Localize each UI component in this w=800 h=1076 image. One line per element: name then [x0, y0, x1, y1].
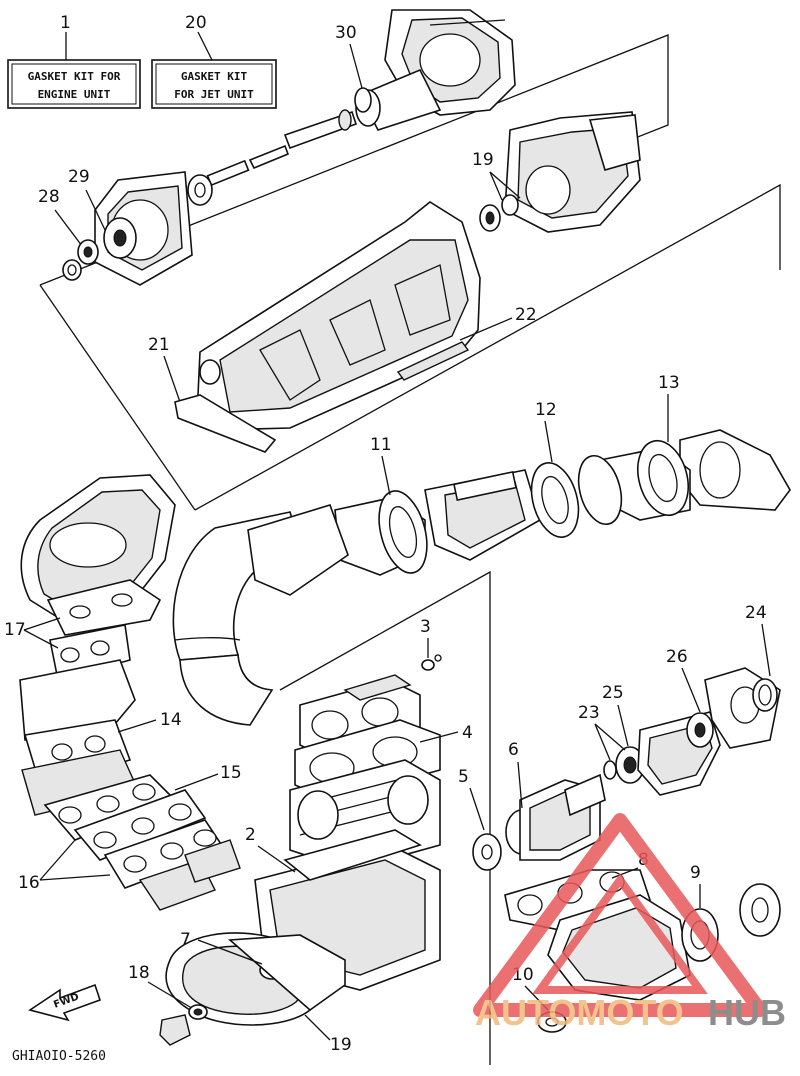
callout-16: 16	[18, 873, 40, 893]
carburetor-gaskets	[43, 774, 241, 911]
kit-jet-line2: FOR JET UNIT	[174, 88, 254, 101]
callout-2: 2	[245, 825, 256, 845]
callout-17: 17	[4, 620, 26, 640]
callout-22-23-group: 21 22	[148, 305, 537, 453]
callout-12: 12	[535, 400, 557, 420]
callout-18: 18	[128, 963, 150, 983]
exhaust-pipe-bend	[172, 504, 349, 726]
callout-15-16-group: 15 16	[18, 763, 242, 893]
callout-4: 4	[462, 723, 473, 743]
callout-30: 30	[335, 23, 357, 43]
callout-7: 7	[180, 930, 191, 950]
kit-label-jet-unit: 20 GASKET KIT FOR JET UNIT	[151, 13, 277, 109]
callout-28-29-group: 28 29	[38, 167, 106, 281]
callout-2-3-4-group: 2 3 4	[245, 617, 473, 873]
intake-duct	[197, 201, 481, 431]
callout-11: 11	[370, 435, 392, 455]
callout-13: 13	[658, 373, 680, 393]
callout-23: 22	[515, 305, 537, 325]
callout-25-27-group: 24 26	[666, 603, 771, 713]
kit-engine-line1: GASKET KIT FOR	[28, 70, 121, 83]
callout-28: 28	[38, 187, 60, 207]
callout-7-18-19-group: 7 18 19	[128, 930, 352, 1055]
watermark-text-part2: HUB	[708, 992, 786, 1033]
coupling-assembly	[472, 746, 645, 871]
callout-14: 14	[160, 710, 182, 730]
kit-engine-line2: ENGINE UNIT	[38, 88, 111, 101]
jet-unit-group-outline	[39, 34, 781, 511]
callout-19: 19	[330, 1035, 352, 1055]
callout-14-17-group: 17 14	[4, 617, 182, 733]
forward-arrow-icon: FWD	[28, 983, 102, 1022]
callout-30-group: 30	[335, 23, 372, 113]
callout-1: 1	[60, 13, 71, 33]
drive-shaft	[187, 109, 358, 206]
callout-9: 9	[690, 863, 701, 883]
kit-jet-line1: GASKET KIT	[181, 70, 248, 83]
callout-5: 5	[458, 767, 469, 787]
callout-6: 6	[508, 740, 519, 760]
engine-group-outline	[279, 570, 491, 1065]
callout-24: 23	[578, 703, 600, 723]
impeller-housing	[504, 111, 641, 233]
watermark-logo: AUTOMOTO HUB	[473, 813, 786, 1033]
callout-3: 3	[420, 617, 431, 637]
intake-manifold-gaskets	[19, 579, 162, 816]
kit-label-engine-unit: 1 GASKET KIT FOR ENGINE UNIT	[7, 13, 141, 109]
callout-22: 21	[148, 335, 170, 355]
callout-20: 20	[185, 13, 207, 33]
callout-21: 19	[472, 150, 494, 170]
callout-21-group: 19	[472, 150, 521, 232]
magneto-cover	[165, 932, 346, 1026]
diagram-code: GHIAOIO-5260	[12, 1049, 106, 1064]
callout-11-12-13-group: 11 12 13	[370, 373, 680, 496]
callout-26: 25	[602, 683, 624, 703]
callout-29: 29	[68, 167, 90, 187]
exhaust-gaskets	[378, 439, 689, 574]
intermediate-housing	[94, 171, 193, 286]
callout-25: 24	[745, 603, 767, 623]
callout-27: 26	[666, 647, 688, 667]
callout-5-6-24-26-group: 5 6 23 25	[458, 683, 629, 831]
bearing-housing	[637, 667, 781, 796]
watermark-text-part1: AUTOMOTO	[475, 992, 684, 1033]
jet-pump-housing	[355, 9, 516, 131]
callout-15: 15	[220, 763, 242, 783]
